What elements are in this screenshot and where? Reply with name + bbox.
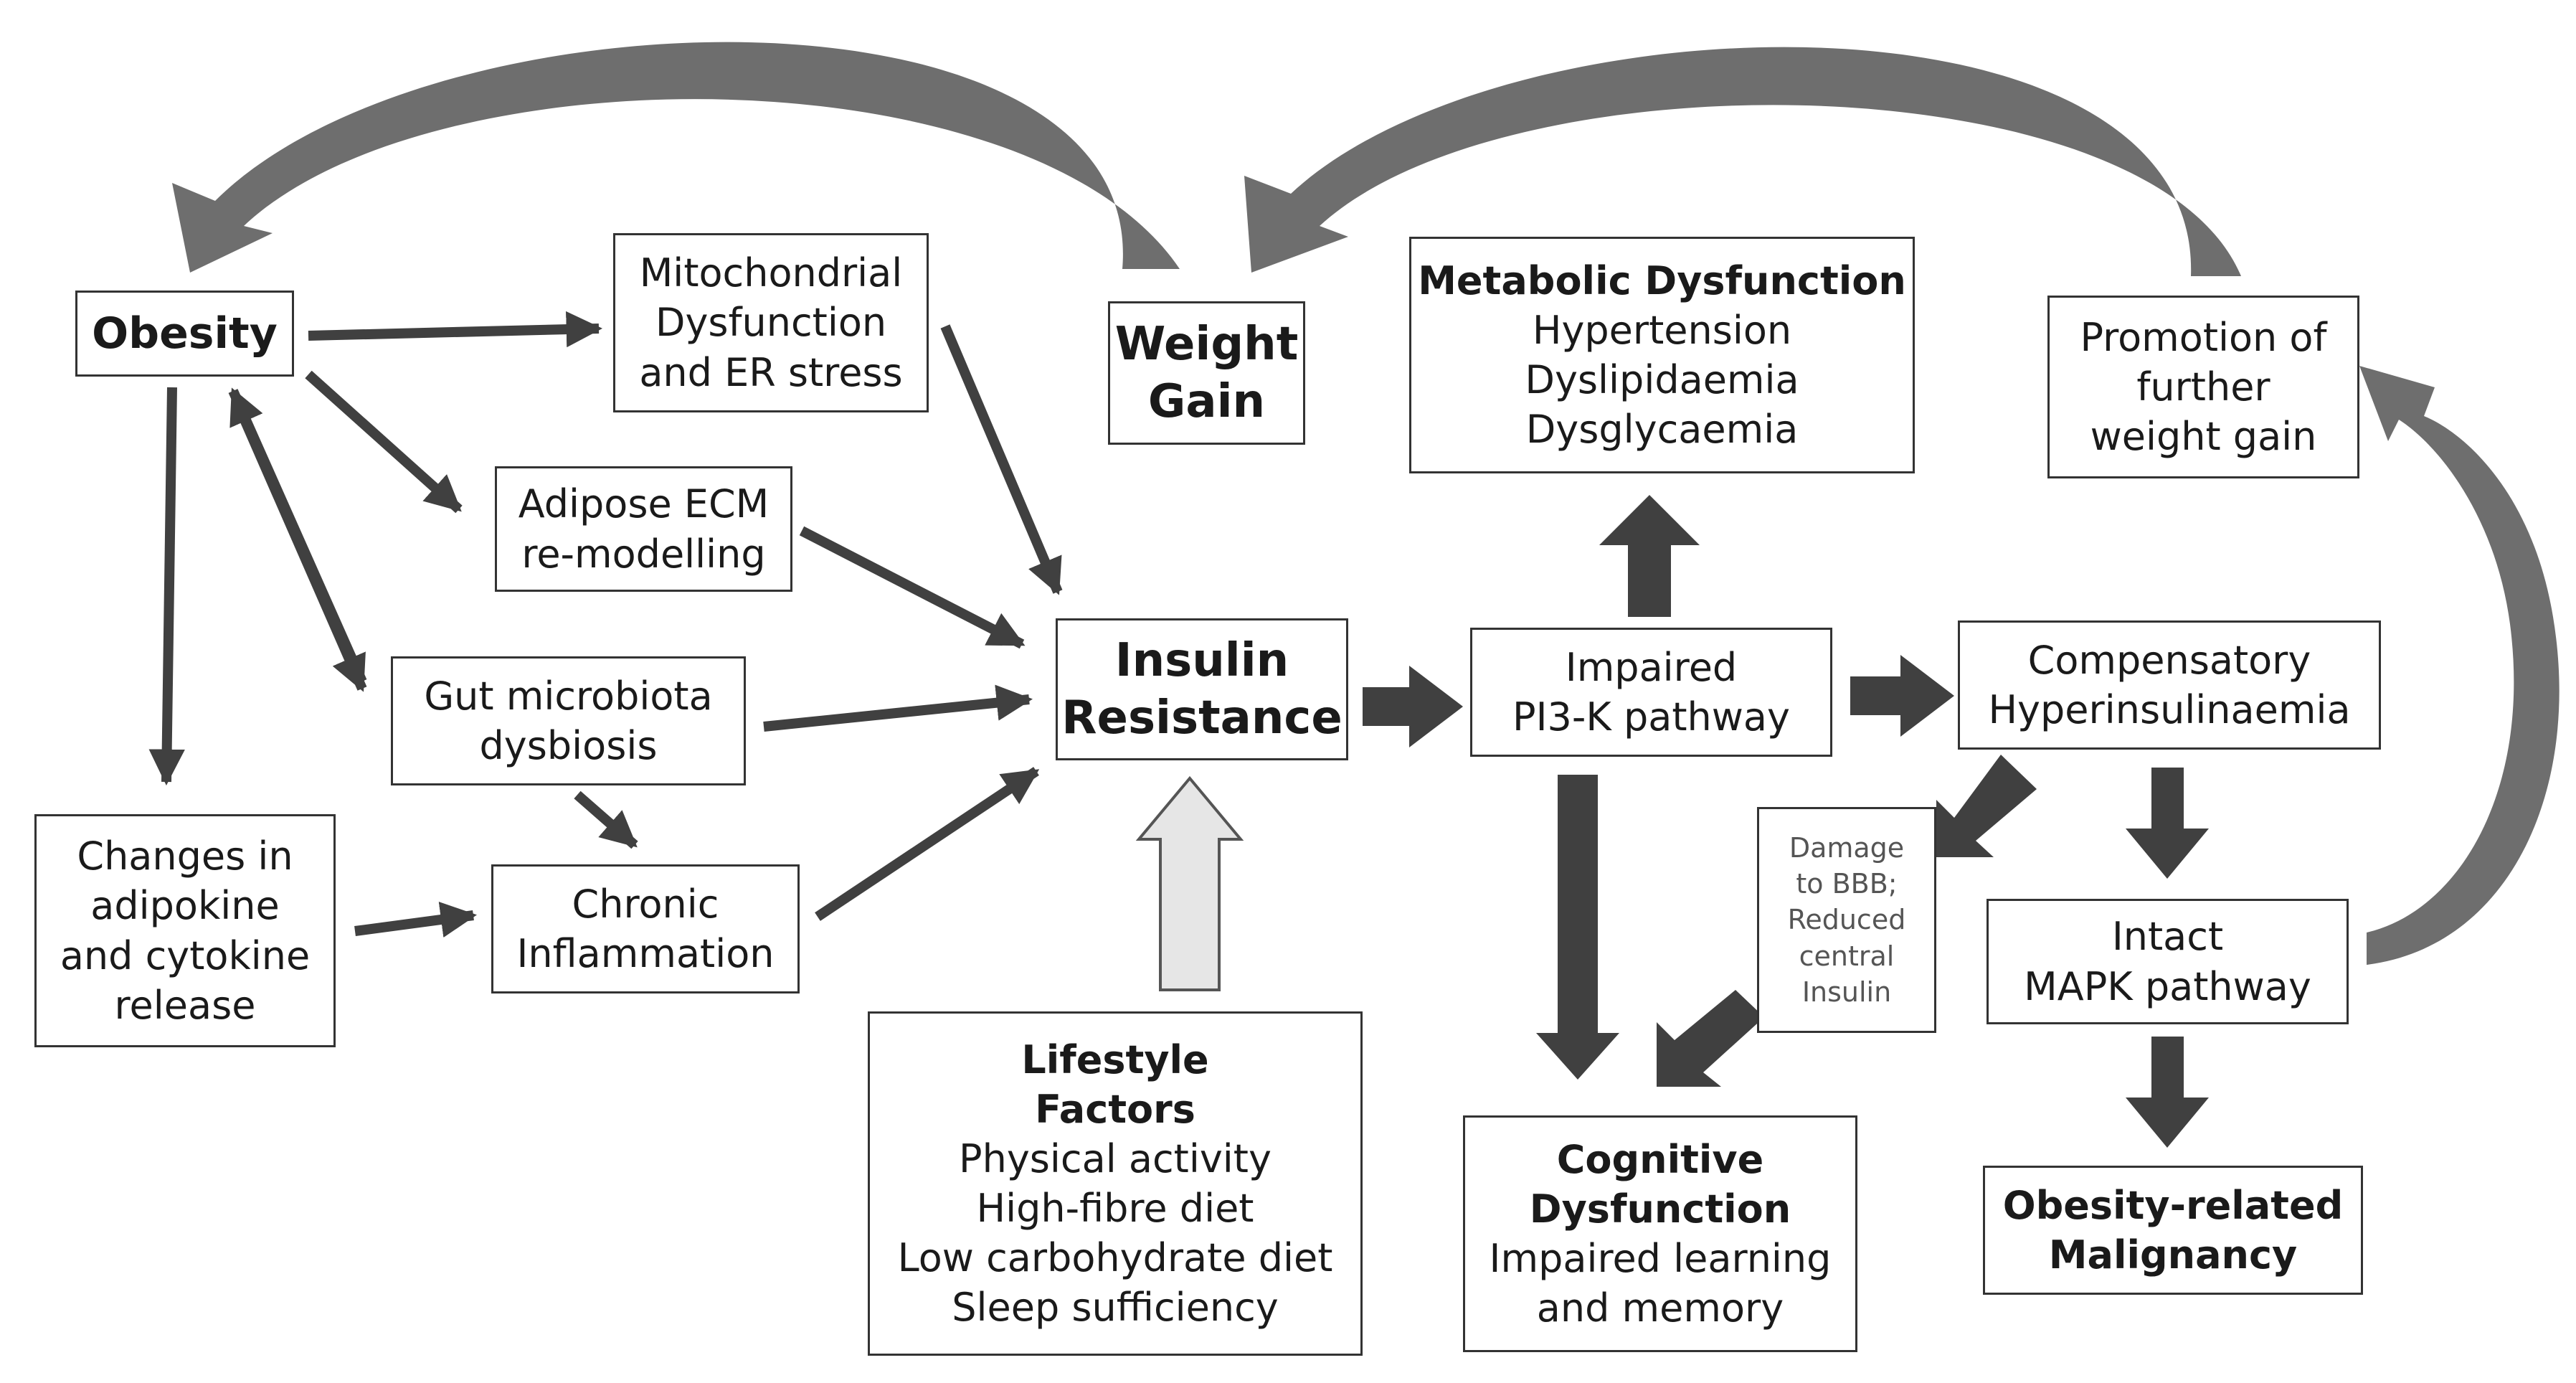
node-metabolic-item1: Hypertension: [1532, 307, 1792, 353]
node-lifestyle-title2: Factors: [1035, 1086, 1195, 1132]
arrow-obesity-to-adipose: [305, 370, 463, 514]
arrow-mitochondrial-to-ir: [940, 324, 1063, 595]
node-adipokine-line4: release: [114, 982, 256, 1028]
block-arrow-bbb-to-cognitive: [1657, 990, 1764, 1087]
block-arrow-pi3k-to-metabolic: [1599, 495, 1700, 617]
node-mapk-line2: MAPK pathway: [2024, 963, 2311, 1009]
node-adipokine-line2: adipokine: [90, 883, 280, 929]
node-adipokine: Changes in adipokine and cytokine releas…: [34, 814, 336, 1047]
node-promotion-line3: weight gain: [2090, 414, 2317, 460]
node-mitochondrial: Mitochondrial Dysfunction and ER stress: [613, 233, 929, 412]
block-arrow-hyper-to-mapk: [2126, 768, 2209, 879]
block-arrow-ir-to-pi3k: [1363, 666, 1463, 747]
node-gut-line1: Gut microbiota: [424, 673, 713, 719]
node-adipose-line2: re-modelling: [521, 531, 766, 577]
node-adipose-ecm: Adipose ECM re-modelling: [495, 466, 792, 592]
block-arrow-pi3k-to-cognitive: [1536, 775, 1619, 1080]
node-lifestyle-item4: Sleep sufficiency: [952, 1285, 1279, 1331]
arrow-gut-to-ir: [763, 684, 1033, 732]
node-bbb-line3: Reduced: [1787, 904, 1906, 936]
arrow-obesity-to-mitochondrial: [308, 311, 603, 348]
node-obesity: Obesity: [75, 291, 294, 377]
arrow-adipose-to-ir: [799, 526, 1026, 649]
node-bbb-line2: to BBB;: [1796, 868, 1898, 900]
lifestyle-arrow: [1135, 775, 1244, 991]
node-inflammation-line1: Chronic: [572, 881, 719, 927]
node-mapk: Intact MAPK pathway: [1987, 899, 2349, 1024]
node-metabolic-item2: Dyslipidaemia: [1525, 357, 1799, 402]
node-cognitive: Cognitive Dysfunction Impaired learning …: [1463, 1115, 1857, 1352]
curve-arrow-weightgain-to-obesity: [172, 42, 1180, 273]
node-promotion-line1: Promotion of: [2080, 314, 2327, 360]
node-pi3k-line2: PI3-K pathway: [1512, 694, 1790, 740]
node-weight-gain: Weight Gain: [1108, 301, 1305, 445]
node-pi3k-line1: Impaired: [1565, 644, 1738, 690]
node-metabolic-title: Metabolic Dysfunction: [1418, 258, 1906, 303]
node-ir-line2: Resistance: [1061, 692, 1343, 745]
node-inflammation-line2: Inflammation: [516, 931, 775, 976]
arrow-gut-to-obesity: [232, 400, 367, 692]
node-lifestyle-item3: Low carbohydrate diet: [897, 1235, 1333, 1281]
node-malignancy-line2: Malignancy: [2048, 1232, 2298, 1278]
node-malignancy: Obesity-related Malignancy: [1983, 1166, 2363, 1295]
node-obesity-label: Obesity: [92, 308, 278, 359]
node-bbb-line1: Damage: [1789, 832, 1905, 864]
node-cognitive-item1: Impaired learning: [1489, 1236, 1832, 1281]
arrow-gut-to-inflammation: [574, 790, 638, 849]
node-bbb-line5: Insulin: [1801, 976, 1892, 1008]
node-mitochondrial-line1: Mitochondrial: [639, 250, 903, 296]
node-lifestyle-item1: Physical activity: [959, 1136, 1272, 1181]
node-cognitive-title1: Cognitive: [1556, 1136, 1764, 1182]
node-promotion-line2: further: [2136, 364, 2270, 410]
block-arrow-mapk-to-malignancy: [2126, 1037, 2209, 1148]
node-bbb: Damage to BBB; Reduced central Insulin: [1757, 807, 1936, 1033]
node-adipokine-line1: Changes in: [77, 834, 293, 879]
node-lifestyle-item2: High-fibre diet: [976, 1186, 1254, 1231]
node-lifestyle-title1: Lifestyle: [1021, 1037, 1209, 1082]
node-insulin-resistance: Insulin Resistance: [1056, 618, 1348, 760]
node-gut-line2: dysbiosis: [479, 723, 658, 768]
node-cognitive-title2: Dysfunction: [1529, 1186, 1791, 1232]
node-mitochondrial-line3: and ER stress: [639, 349, 903, 395]
block-arrow-hyper-to-bbb: [1936, 755, 2037, 857]
arrow-inflammation-to-ir: [815, 767, 1040, 921]
block-arrow-pi3k-to-hyper: [1850, 655, 1954, 737]
node-malignancy-line1: Obesity-related: [2002, 1182, 2344, 1228]
node-metabolic-item3: Dysglycaemia: [1525, 407, 1799, 453]
node-mitochondrial-line2: Dysfunction: [655, 300, 887, 346]
node-weight-gain-line1: Weight: [1114, 318, 1299, 371]
node-bbb-line4: central: [1799, 940, 1895, 972]
node-hyper-line1: Compensatory: [2027, 637, 2311, 683]
node-mapk-line1: Intact: [2111, 914, 2224, 960]
arrow-adipokine-to-inflammation: [354, 902, 477, 938]
curve-arrow-mapk-to-promotion: [2359, 366, 2560, 965]
node-gut-microbiota: Gut microbiota dysbiosis: [391, 656, 746, 785]
node-adipokine-line3: and cytokine: [60, 933, 311, 978]
node-lifestyle: Lifestyle Factors Physical activity High…: [868, 1011, 1363, 1356]
arrow-obesity-to-adipokine: [148, 387, 185, 786]
node-hyperinsulinaemia: Compensatory Hyperinsulinaemia: [1958, 620, 2381, 750]
curve-arrow-promotion-to-weightgain: [1244, 47, 2241, 276]
node-chronic-inflammation: Chronic Inflammation: [491, 864, 800, 993]
node-weight-gain-line2: Gain: [1147, 375, 1266, 428]
node-cognitive-item2: and memory: [1536, 1285, 1784, 1331]
node-pi3k: Impaired PI3-K pathway: [1470, 628, 1832, 757]
node-hyper-line2: Hyperinsulinaemia: [1988, 687, 2351, 732]
node-adipose-line1: Adipose ECM: [518, 481, 770, 527]
node-metabolic: Metabolic Dysfunction Hypertension Dysli…: [1409, 237, 1915, 473]
node-ir-line1: Insulin: [1114, 634, 1289, 687]
node-promotion: Promotion of further weight gain: [2047, 296, 2359, 478]
